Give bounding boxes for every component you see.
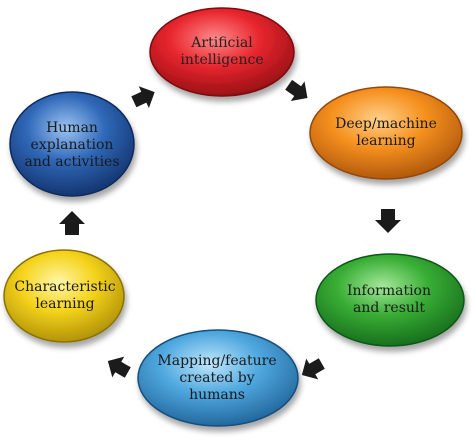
arrow-human-to-ai <box>131 86 155 109</box>
arrow-map-to-char <box>107 356 131 378</box>
node-characteristic-learning <box>3 249 125 343</box>
arrow-ai-to-dml <box>285 79 308 101</box>
node-deep-machine-learning <box>309 86 463 180</box>
node-information-and-result <box>315 253 465 347</box>
node-human-explanation <box>9 91 135 197</box>
arrow-info-to-map <box>301 358 325 380</box>
arrow-dml-to-info <box>375 209 401 233</box>
node-mapping-feature <box>137 329 299 427</box>
node-artificial-intelligence <box>149 7 295 97</box>
arrow-char-to-human <box>59 211 85 235</box>
